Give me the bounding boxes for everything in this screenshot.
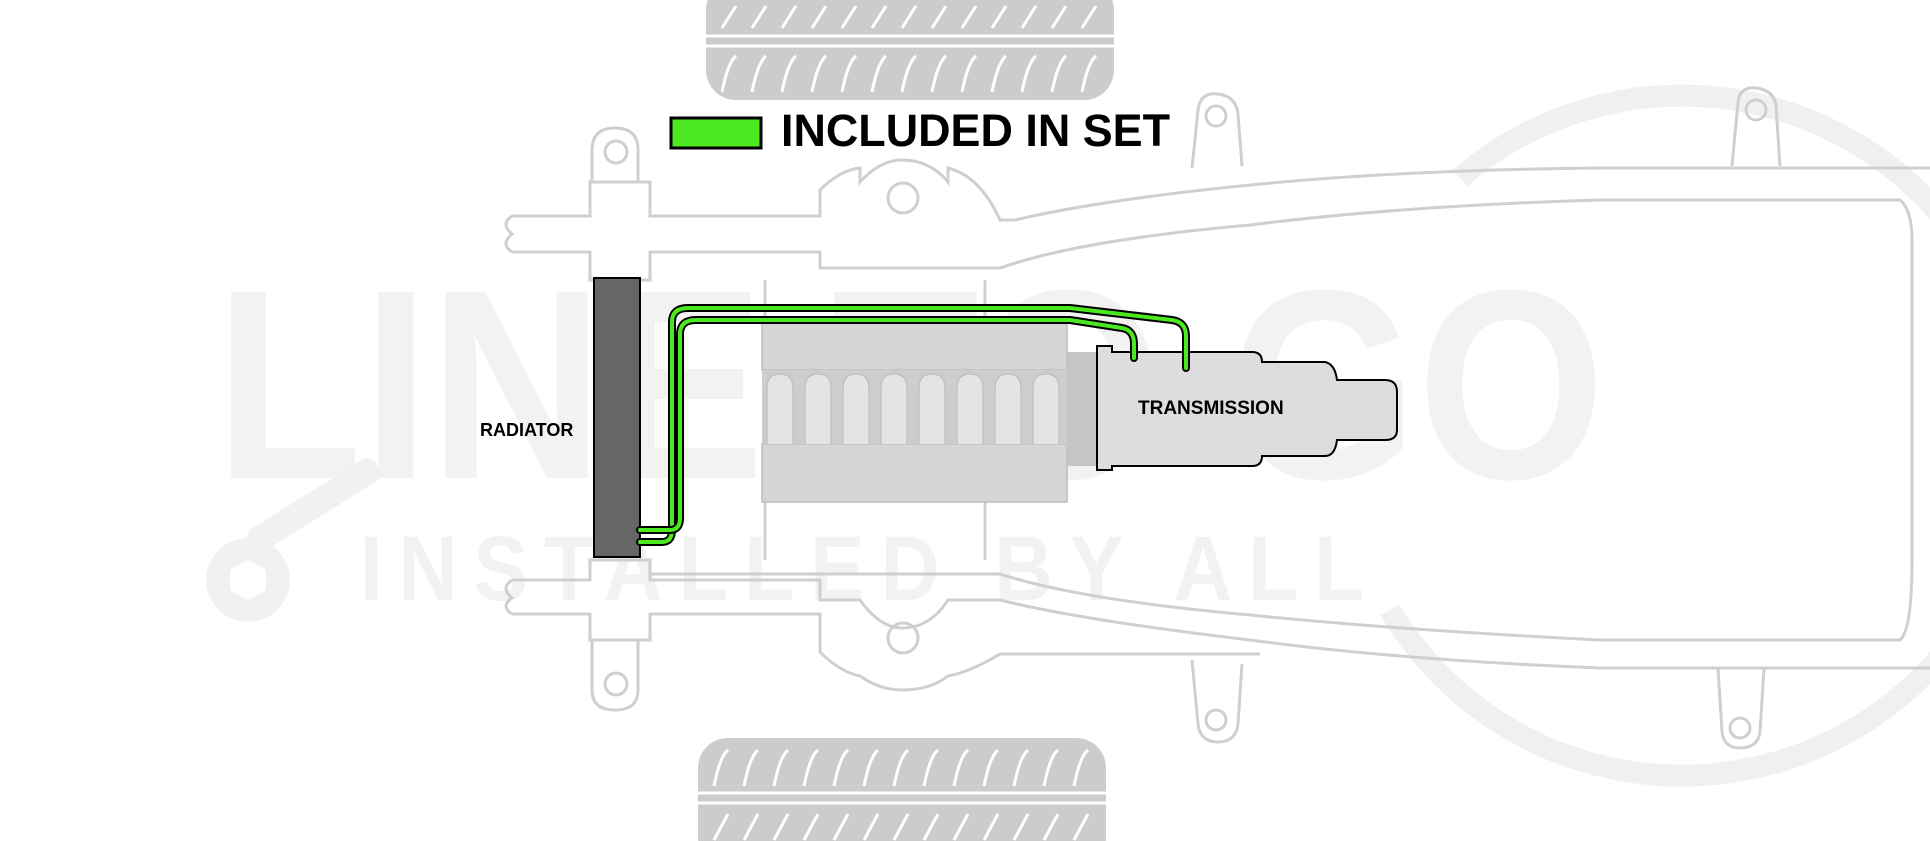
transmission: TRANSMISSION (1096, 345, 1398, 471)
cooler-lines (636, 304, 1190, 546)
legend: INCLUDED IN SET (669, 105, 1170, 156)
legend-label: INCLUDED IN SET (781, 105, 1170, 156)
frame-mount-holes (603, 98, 1768, 740)
transmission-label: TRANSMISSION (1138, 398, 1284, 419)
front-tire-top (706, 0, 1114, 100)
radiator: RADIATOR (480, 277, 641, 558)
engine (761, 317, 1097, 503)
front-tire-bottom (698, 738, 1106, 841)
engine-cylinders (766, 373, 1060, 444)
radiator-label: RADIATOR (480, 420, 573, 440)
watermark-swoosh (1380, 84, 1930, 787)
wrench-logo-icon (206, 458, 381, 622)
legend-swatch (669, 116, 763, 150)
watermark-tagline: INSTALLED BY ALL (360, 518, 1380, 620)
